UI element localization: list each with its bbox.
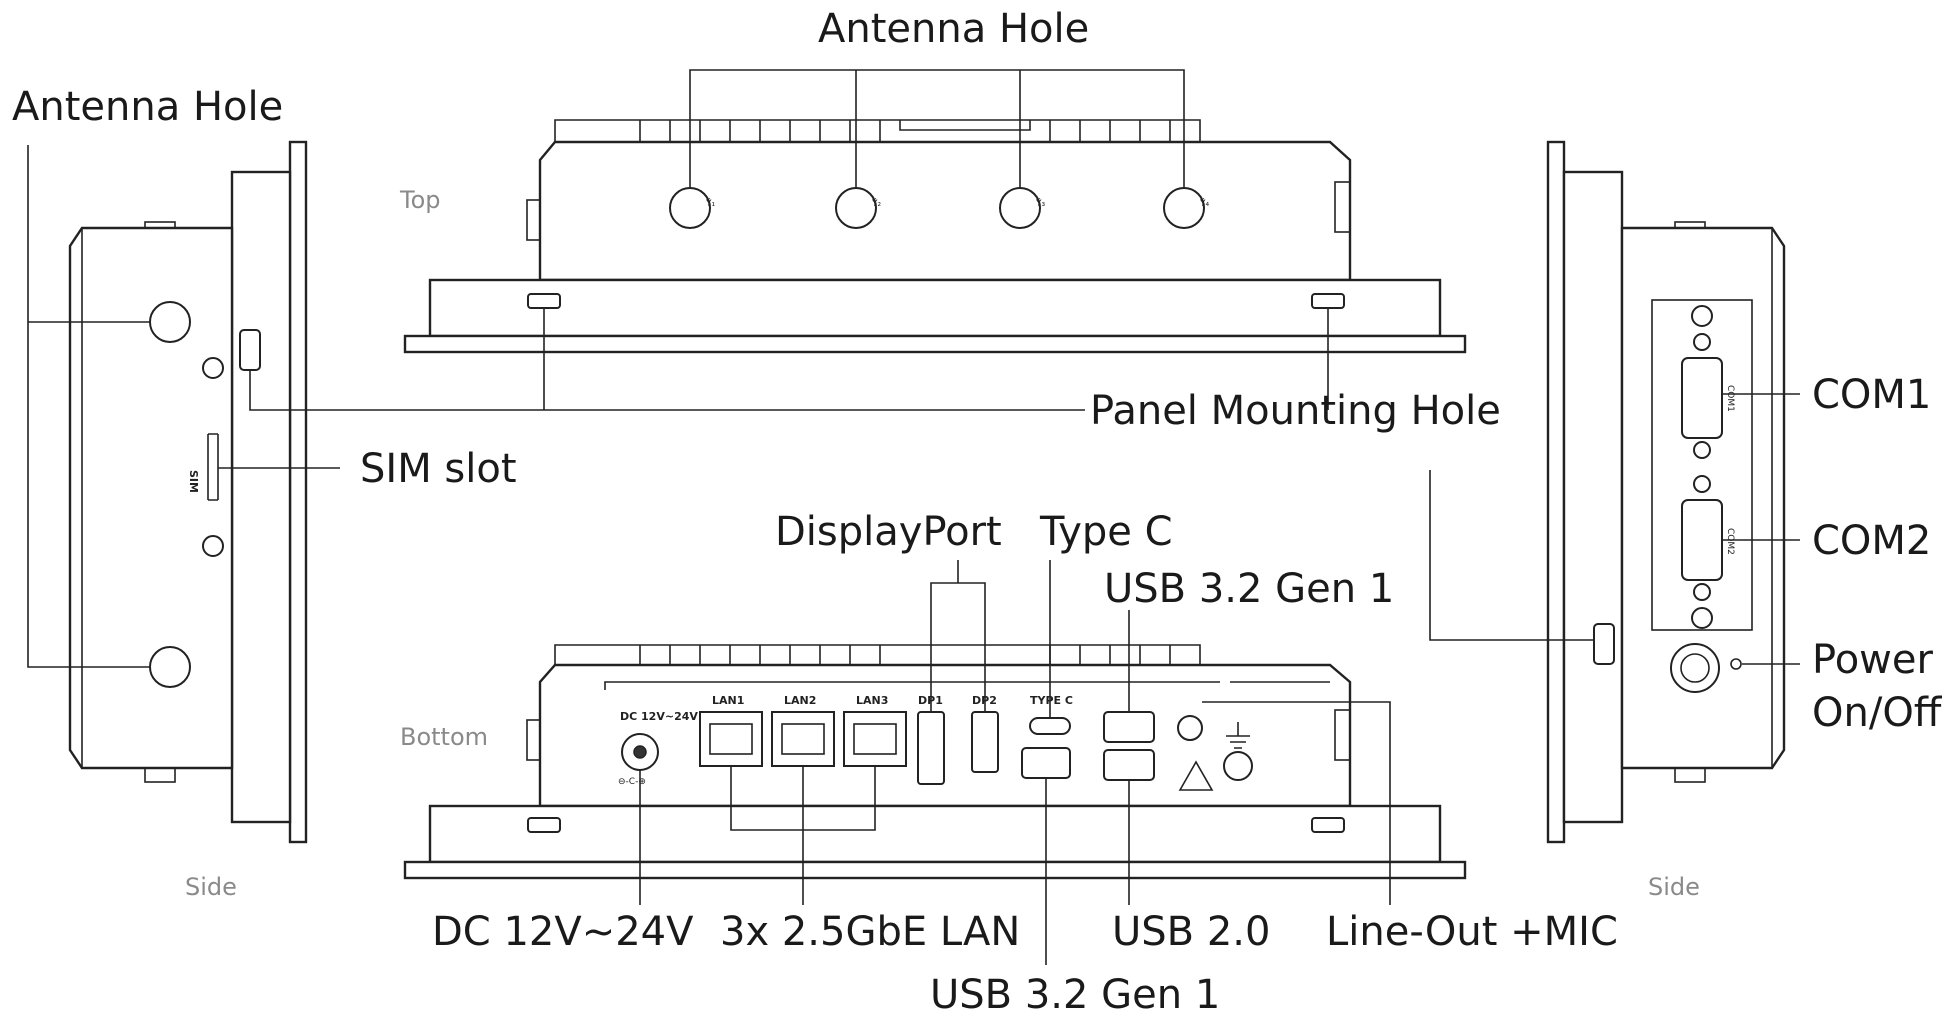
right-side-view: COM1 COM2 Side <box>1546 140 1800 901</box>
dc-callout: DC 12V~24V <box>432 909 694 955</box>
com2-port-label: COM2 <box>1725 528 1735 555</box>
com2-callout: COM2 <box>1812 518 1931 564</box>
usb32-port-upper <box>1103 711 1155 743</box>
com-port-bay <box>1651 299 1753 631</box>
power-led <box>1730 658 1742 670</box>
usb32-top-callout: USB 3.2 Gen 1 <box>1104 566 1394 612</box>
left-screw-upper <box>202 357 224 379</box>
hot-surface-icon <box>1178 760 1214 791</box>
usb32-port-lower <box>1021 747 1071 779</box>
bottom-view: DC 12V~24V ⊖-C-⊕ LAN1 LAN2 LAN3 DP1 DP2 … <box>400 644 1467 880</box>
dc-port-label: DC 12V~24V <box>620 710 698 723</box>
left-antenna-hole-5 <box>149 301 191 343</box>
top-panel-mounting-hole-left <box>527 293 561 309</box>
antenna-hole-1 <box>669 187 711 229</box>
antenna-1-mark: Ÿ₁ <box>705 198 715 209</box>
left-bezel-inner <box>230 170 292 824</box>
panel-mounting-hole-callout: Panel Mounting Hole <box>1090 388 1501 434</box>
top-view-label: Top <box>399 186 441 214</box>
panel-mounting-leader <box>249 308 1594 641</box>
lan3-label: LAN3 <box>856 694 888 707</box>
top-view: Ÿ₁ Ÿ₂ Ÿ₃ Ÿ₄ Top <box>399 69 1467 354</box>
bottom-view-label: Bottom <box>400 723 488 751</box>
antenna-hole-top-callout: Antenna Hole <box>818 6 1089 52</box>
dp2-port <box>971 711 999 773</box>
left-antenna-leader <box>27 145 150 668</box>
power-callout-line2: On/Off <box>1812 690 1942 736</box>
left-screw-lower <box>202 535 224 557</box>
ground-screw <box>1223 751 1253 781</box>
lan2-label: LAN2 <box>784 694 816 707</box>
audio-jack <box>1177 715 1203 741</box>
antenna-4-mark: Ÿ₄ <box>1199 198 1209 209</box>
antenna-hole-2 <box>835 187 877 229</box>
right-panel-mounting-hole <box>1593 623 1615 665</box>
left-side-view: SIM Side <box>27 140 340 901</box>
bottom-cooling-fins <box>554 644 1201 665</box>
lan-callout: 3x 2.5GbE LAN <box>720 909 1020 955</box>
antenna-top-leader <box>689 69 1185 188</box>
lan1-label: LAN1 <box>712 694 744 707</box>
line-out-leader <box>1202 701 1391 905</box>
power-callout-line1: Power <box>1812 637 1933 683</box>
antenna-hole-4 <box>1163 187 1205 229</box>
displayport-callout: DisplayPort <box>775 509 1002 555</box>
usb20-port <box>1103 749 1155 781</box>
com1-port <box>1681 357 1723 439</box>
right-side-label: Side <box>1648 873 1700 901</box>
left-bezel-outer <box>288 140 308 844</box>
line-out-callout: Line-Out +MIC <box>1326 909 1618 955</box>
top-chassis <box>538 140 1352 282</box>
sim-slot-callout: SIM slot <box>360 446 517 492</box>
ground-icon <box>1226 722 1250 749</box>
antenna-3-mark: Ÿ₃ <box>1035 198 1045 209</box>
com1-port-label: COM1 <box>1725 385 1735 412</box>
usb32-bottom-callout: USB 3.2 Gen 1 <box>930 972 1220 1018</box>
bottom-panel-hole-right <box>1311 817 1345 833</box>
power-button <box>1670 643 1720 693</box>
right-bezel-outer <box>1546 140 1566 844</box>
typec-label: TYPE C <box>1030 694 1073 707</box>
left-side-label: Side <box>185 873 237 901</box>
right-bezel-inner <box>1562 170 1624 824</box>
antenna-hole-3 <box>999 187 1041 229</box>
lan-leader <box>730 766 876 905</box>
left-antenna-hole-6 <box>149 646 191 688</box>
usb20-callout: USB 2.0 <box>1112 909 1270 955</box>
left-panel-mounting-hole <box>239 329 261 371</box>
top-panel-mounting-hole-right <box>1311 293 1345 309</box>
top-cooling-fins <box>554 119 1201 142</box>
bottom-panel-hole-left <box>527 817 561 833</box>
lan-ports <box>699 711 907 767</box>
com1-callout: COM1 <box>1812 372 1931 418</box>
typec-port <box>1029 717 1071 735</box>
displayport-leader <box>930 560 986 712</box>
typec-callout: Type C <box>1039 509 1173 555</box>
top-front-panel <box>403 334 1467 354</box>
sim-label: SIM <box>187 470 200 493</box>
top-front-bezel <box>428 278 1442 338</box>
top-antenna-holes: Ÿ₁ Ÿ₂ Ÿ₃ Ÿ₄ <box>669 187 1209 229</box>
bottom-front-bezel <box>428 804 1442 864</box>
bottom-front-panel <box>403 860 1467 880</box>
sim-slot <box>207 433 219 501</box>
com2-port <box>1681 499 1723 581</box>
dp1-port <box>917 711 945 785</box>
antenna-hole-left-callout: Antenna Hole <box>12 84 283 130</box>
dc-polarity-mark: ⊖-C-⊕ <box>618 777 646 787</box>
antenna-2-mark: Ÿ₂ <box>871 198 881 209</box>
